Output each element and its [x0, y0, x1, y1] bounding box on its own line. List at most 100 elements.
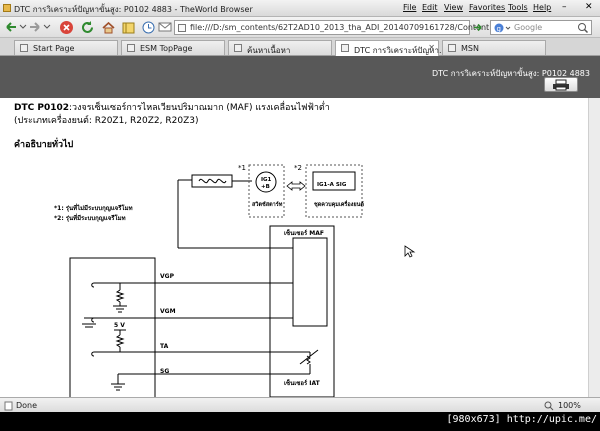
ignition-switch-box [248, 164, 285, 218]
ignition-switch-label: สวิตช์สตาร์ท [252, 201, 283, 208]
refresh-button[interactable] [79, 19, 95, 35]
menu-help[interactable]: Help [533, 3, 552, 12]
mail-icon [158, 22, 172, 32]
google-search-icon: g [494, 23, 511, 33]
connector-icon [91, 351, 95, 357]
tab-msn[interactable]: MSN [442, 40, 546, 55]
go-button[interactable] [471, 20, 485, 35]
search-placeholder: Google [514, 23, 543, 32]
fuse-icon [198, 178, 227, 184]
status-text: Done [16, 401, 38, 410]
history-button[interactable] [140, 19, 156, 35]
note2-marker: *2 [294, 164, 302, 172]
address-bar[interactable]: file:///D:/sm_contents/62T2AD10_2013_tha… [174, 20, 490, 35]
zoom-level[interactable]: 100% [558, 401, 581, 410]
forward-arrow-icon [30, 22, 40, 32]
home-button[interactable] [100, 19, 116, 35]
iat-sensor-label: เซ็นเซอร์ IAT [284, 378, 321, 387]
menu-file[interactable]: File [403, 3, 417, 12]
tab-search-content[interactable]: ค้นหาเนื้อหา [228, 40, 332, 55]
page-icon [178, 24, 186, 32]
five-v-label: 5 V [114, 322, 125, 329]
menu-edit[interactable]: Edit [422, 3, 438, 12]
menu-favorites[interactable]: Favorites [469, 3, 506, 12]
section-heading: คำอธิบายทั่วไป [14, 140, 74, 150]
minimize-button[interactable]: – [562, 2, 567, 12]
history-icon [142, 21, 154, 33]
chevron-down-icon [43, 24, 51, 29]
sg-label: SG [160, 368, 169, 375]
svg-text:g: g [497, 25, 501, 33]
thermistor-arrow-icon [299, 349, 319, 365]
print-button[interactable] [544, 77, 578, 92]
control-unit-label: ชุดควบคุมเครื่องยนต์ [314, 200, 364, 208]
control-unit-box [305, 164, 363, 218]
menu-view[interactable]: View [444, 3, 463, 12]
search-icon[interactable] [577, 22, 589, 34]
app-icon [3, 4, 11, 12]
header-title: DTC การวิเคราะห์ปัญหาขั้นสูง: P0102 4883 [432, 69, 590, 78]
ground-icon [113, 305, 127, 313]
favorites-button[interactable] [120, 19, 136, 35]
tab-start-page[interactable]: Start Page [14, 40, 118, 55]
ta-label: TA [160, 343, 169, 350]
ig1a-sig-box [312, 171, 356, 191]
ground-icon [82, 323, 96, 328]
double-arrow-icon [286, 181, 306, 191]
ignition-switch-icon [255, 171, 277, 193]
note2-text: *2: รุ่นที่มีระบบกุญแจรีโมท [54, 213, 126, 222]
page-icon [127, 44, 135, 52]
close-tab-icon[interactable]: ✕ [428, 43, 435, 52]
mail-button[interactable] [158, 19, 172, 35]
ig1a-sig-label: IG1-A SIG [317, 182, 347, 188]
forward-button[interactable] [28, 19, 42, 35]
back-arrow-icon [6, 22, 16, 32]
title-bar: DTC การวิเคราะห์ปัญหาขั้นสูง: P0102 4883… [0, 0, 600, 17]
dtc-title: DTC P0102:วงจรเซ็นเซอร์การไหลเวียนปริมาณ… [14, 100, 330, 114]
status-bar: Done 100% [0, 397, 600, 412]
back-dropdown[interactable] [19, 19, 27, 35]
menu-tools[interactable]: Tools [508, 3, 528, 12]
maf-sensor-element [292, 237, 328, 327]
ig1-label: IG1 [261, 177, 272, 183]
address-url[interactable]: file:///D:/sm_contents/62T2AD10_2013_tha… [190, 23, 490, 32]
note1-text: *1: รุ่นที่ไม่มีระบบกุญแจรีโมท [54, 203, 133, 212]
document-content: DTC P0102:วงจรเซ็นเซอร์การไหลเวียนปริมาณ… [0, 98, 600, 398]
engine-types: (ประเภทเครื่องยนต์: R20Z1, R20Z2, R20Z3) [14, 116, 199, 126]
maf-sensor-label: เซ็นเซอร์ MAF [284, 228, 324, 237]
chevron-down-icon [19, 24, 27, 29]
watermark-strip: [980x673] http://upic.me/ [0, 412, 600, 431]
go-arrow-icon [474, 23, 482, 32]
tab-dtc-diagnosis[interactable]: DTC การวิเคราะห์ปัญหา... ✕ [335, 40, 447, 56]
close-window-button[interactable]: ✕ [585, 2, 593, 12]
back-button[interactable] [4, 19, 18, 35]
connector-icon [91, 282, 95, 288]
stop-icon [59, 20, 73, 34]
home-icon [101, 21, 115, 33]
forward-dropdown[interactable] [43, 19, 51, 35]
mouse-cursor-icon [404, 245, 416, 258]
resistor-icon [115, 289, 125, 303]
favorites-icon [122, 22, 134, 33]
ecm-box [69, 257, 156, 397]
refresh-icon [81, 20, 93, 33]
ground-icon [111, 383, 125, 391]
tab-esm-toppage[interactable]: ESM TopPage [121, 40, 225, 55]
watermark-text: [980x673] http://upic.me/ [446, 414, 597, 425]
page-icon [448, 44, 456, 52]
vgp-label: VGP [160, 273, 175, 280]
plus-b-label: +B [261, 184, 270, 190]
window-title: DTC การวิเคราะห์ปัญหาขั้นสูง: P0102 4883… [14, 5, 253, 14]
vertical-scrollbar[interactable] [588, 98, 600, 397]
page-icon [20, 44, 28, 52]
stop-button[interactable] [58, 19, 74, 35]
page-icon [341, 44, 349, 52]
connector-icon [91, 317, 95, 323]
search-box[interactable]: g Google [490, 20, 592, 35]
resistor-icon [115, 334, 125, 348]
zoom-icon[interactable] [544, 401, 554, 411]
note1-marker: *1 [238, 164, 246, 172]
circuit-diagram: *1 IG1 +B สวิตช์สตาร์ท *2 IG1-A SIG ชุดค… [54, 164, 364, 398]
status-page-icon [4, 401, 13, 411]
document-header: DTC การวิเคราะห์ปัญหาขั้นสูง: P0102 4883 [0, 56, 600, 98]
